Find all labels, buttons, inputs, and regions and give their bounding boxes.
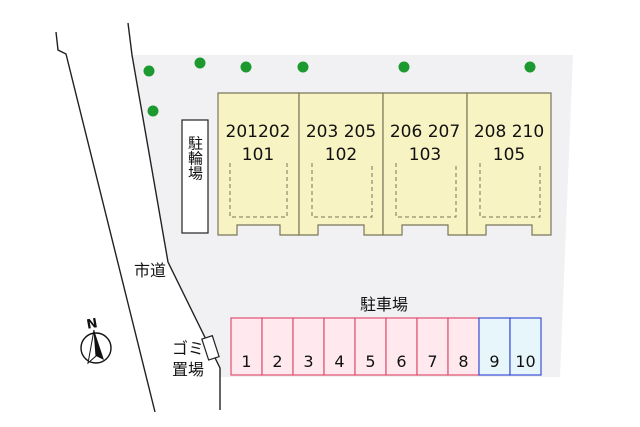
- parking-space: [261, 317, 294, 376]
- road-edge-right: [127, 22, 221, 410]
- building-group: 201202 101 203 205 102 206 207 103 208 2…: [217, 92, 552, 236]
- parking-space: [478, 317, 511, 376]
- road-edge-left: [55, 31, 156, 413]
- tree-icon: [147, 105, 159, 117]
- unit-label-lower: 105: [493, 145, 525, 165]
- garbage-area: ゴミ 置場: [172, 334, 220, 379]
- bicycle-parking-label: 駐輪場: [186, 136, 204, 181]
- parking-space-number: 2: [272, 352, 282, 371]
- parking-space-number: 10: [515, 352, 535, 371]
- parking-space-number: 9: [489, 352, 499, 371]
- parking-space: [447, 317, 480, 376]
- unit-label-upper: 201202: [226, 122, 291, 142]
- tree-icon: [240, 61, 252, 73]
- tree-group: [143, 57, 536, 117]
- building-unit: 208 210 105: [466, 92, 552, 236]
- bicycle-parking-box: [181, 119, 209, 234]
- bicycle-parking: 駐輪場: [181, 119, 209, 234]
- parking-space-number: 8: [458, 352, 468, 371]
- parking-space: [230, 317, 263, 376]
- unit-label-lower: 101: [242, 145, 274, 165]
- building-inner-dashed: [479, 163, 541, 218]
- tree-icon: [524, 61, 536, 73]
- unit-label-lower: 102: [325, 145, 357, 165]
- tree-icon: [297, 61, 309, 73]
- garbage-box: [201, 334, 220, 361]
- tree-icon: [143, 65, 155, 77]
- building-outline: [466, 92, 552, 236]
- parking-space: [509, 317, 542, 376]
- building-inner-dashed: [395, 163, 457, 218]
- building-unit: 206 207 103: [382, 92, 468, 236]
- tree-icon: [398, 61, 410, 73]
- unit-label-upper: 206 207: [390, 122, 460, 142]
- parking-space-number: 1: [241, 352, 251, 371]
- parking-space: [323, 317, 356, 376]
- parking-spaces: 1 2 3 4 5 6 7 8 9 10: [230, 317, 542, 376]
- parking-space-number: 5: [365, 352, 375, 371]
- parking-space-number: 7: [427, 352, 437, 371]
- unit-label-upper: 203 205: [306, 122, 376, 142]
- building-unit: 201202 101: [217, 92, 300, 236]
- parking-space: [416, 317, 449, 376]
- building-unit: 203 205 102: [298, 92, 384, 236]
- parking-space: [354, 317, 387, 376]
- parking-label: 駐車場: [360, 295, 408, 314]
- garbage-label-line1: ゴミ: [172, 339, 204, 358]
- north-arrow-icon: N: [80, 316, 112, 365]
- parking-space: [292, 317, 325, 376]
- road-label: 市道: [134, 261, 166, 280]
- unit-label-upper: 208 210: [474, 122, 544, 142]
- building-inner-dashed: [311, 163, 373, 218]
- north-label: N: [85, 316, 98, 333]
- parking-space-number: 4: [334, 352, 344, 371]
- parking-space-number: 3: [303, 352, 313, 371]
- unit-label-lower: 103: [409, 145, 441, 165]
- parking-space-number: 6: [396, 352, 406, 371]
- garbage-label-line2: 置場: [172, 360, 204, 379]
- tree-icon: [194, 57, 206, 69]
